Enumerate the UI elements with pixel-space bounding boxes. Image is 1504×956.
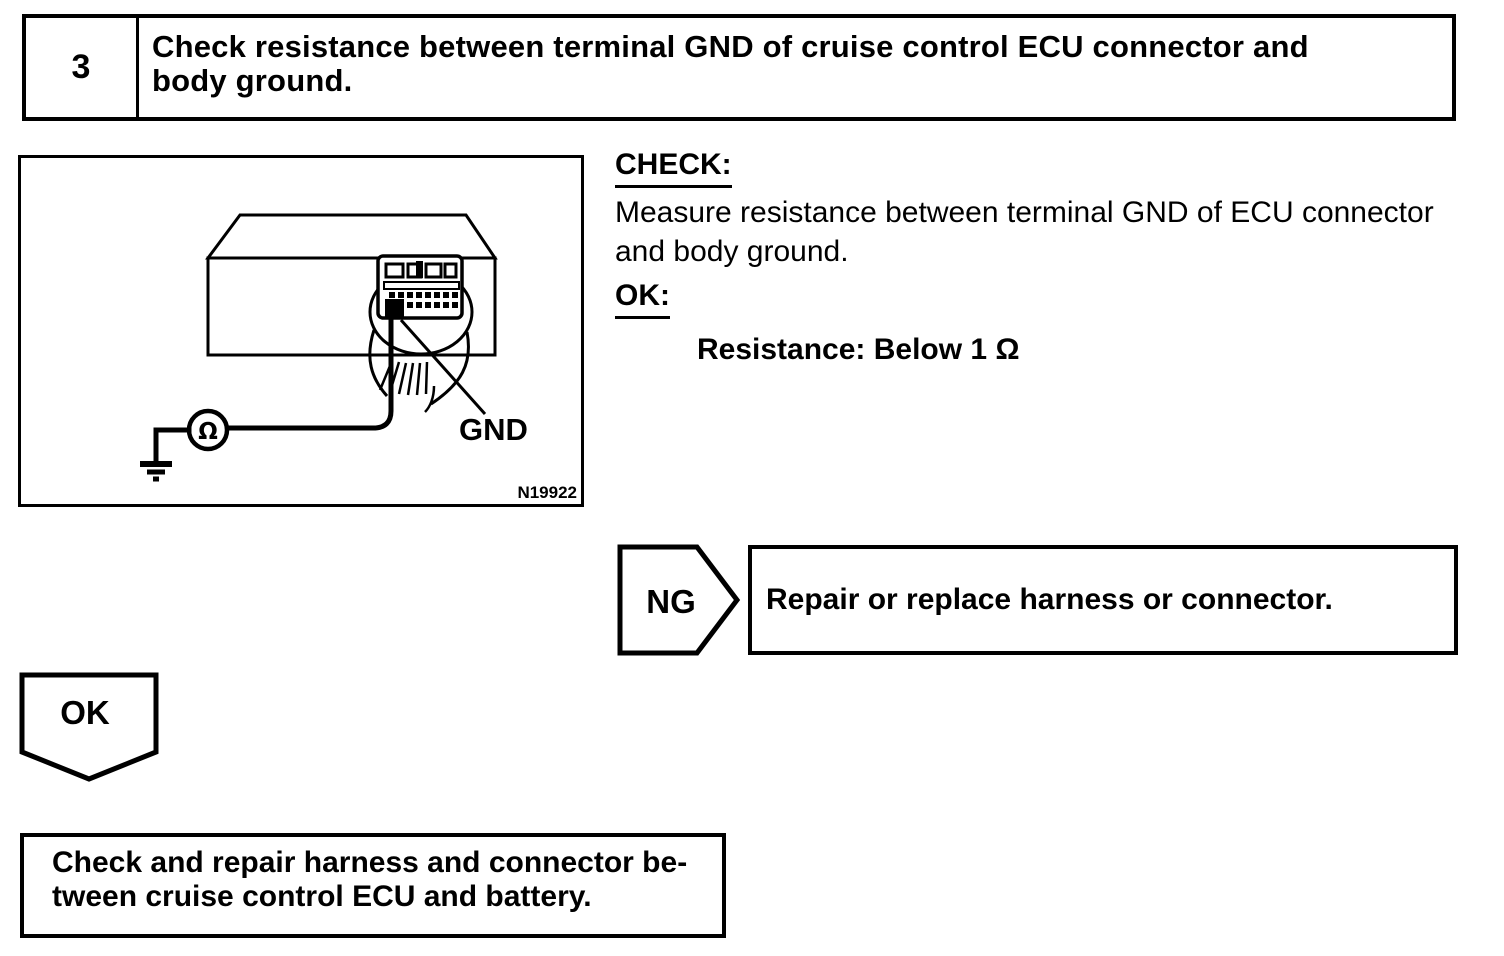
ok-connector-badge: OK <box>19 672 159 782</box>
wire-harness <box>368 329 470 413</box>
ok-badge-label: OK <box>60 694 110 731</box>
conclusion-text-line-2: tween cruise control ECU and battery. <box>52 880 592 913</box>
figure-number: N19922 <box>517 483 577 502</box>
ohm-symbol: Ω <box>198 419 218 445</box>
ng-badge-label: NG <box>646 583 696 620</box>
ng-connector-badge: NG <box>617 544 741 656</box>
step-title-line-1: Check resistance between terminal GND of… <box>152 29 1309 64</box>
figure-box: Ω GND N19922 <box>18 155 584 507</box>
gnd-leader-line <box>399 319 487 415</box>
ok-label: OK: <box>615 279 670 319</box>
check-instruction-line-1: Measure resistance between terminal GND … <box>615 196 1434 229</box>
conclusion-box: Check and repair harness and connector b… <box>20 833 726 938</box>
step-title-line-2: body ground. <box>152 63 353 98</box>
step-number: 3 <box>26 18 139 117</box>
resistance-spec: Resistance: Below 1 Ω <box>697 333 1020 366</box>
gnd-terminal-pin <box>385 299 404 317</box>
ground-wire <box>153 427 192 464</box>
ground-symbol-icon <box>140 461 172 482</box>
conclusion-text-line-1: Check and repair harness and connector b… <box>52 846 688 879</box>
check-section: CHECK: Measure resistance between termin… <box>615 148 1485 367</box>
ohmmeter-icon: Ω <box>186 408 230 452</box>
ecu-diagram-svg: Ω GND N19922 <box>140 213 577 502</box>
measure-wire <box>224 307 394 431</box>
ng-action-text: Repair or replace harness or connector. <box>766 583 1333 616</box>
gnd-label: GND <box>459 412 528 447</box>
ng-action-box: Repair or replace harness or connector. <box>748 545 1458 655</box>
step-header-box: 3 Check resistance between terminal GND … <box>22 14 1456 121</box>
step-title: Check resistance between terminal GND of… <box>139 18 1319 117</box>
check-label: CHECK: <box>615 148 732 188</box>
check-instruction-line-2: and body ground. <box>615 235 849 268</box>
